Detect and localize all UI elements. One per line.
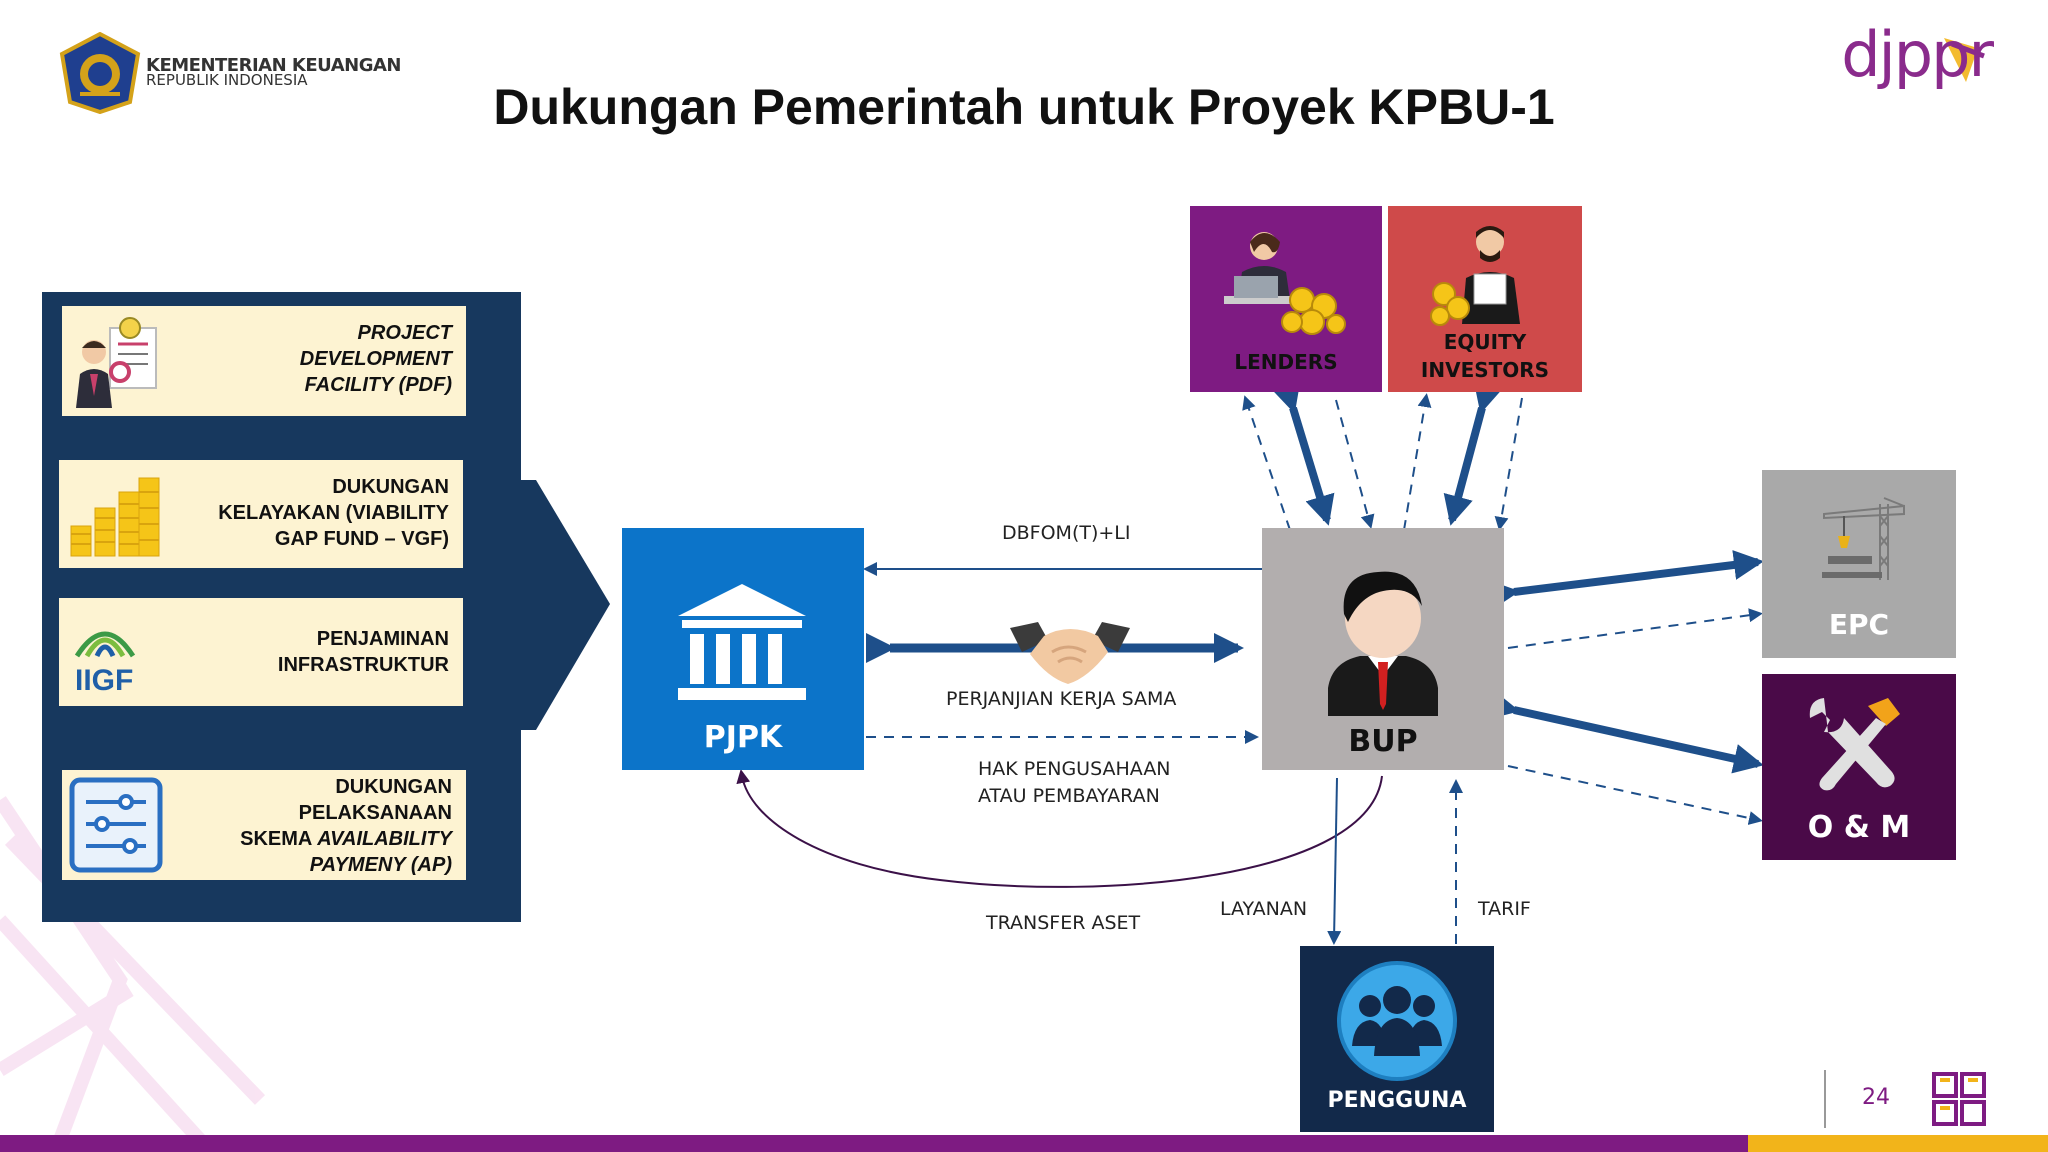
penjaminan-line2: INFRASTRUKTUR [277, 654, 449, 676]
footer-bar-purple [0, 1135, 1748, 1152]
vgf-line1: DUKUNGAN [332, 476, 449, 498]
support-card-pdf: PROJECT DEVELOPMENT FACILITY (PDF) [62, 306, 466, 416]
panel-arrow-head [520, 480, 610, 730]
footer-bar-yellow [1748, 1135, 2048, 1152]
pjpk-label: PJPK [703, 720, 783, 755]
p3-logo [1932, 1072, 1986, 1126]
ministry-name-line1: KEMENTERIAN KEUANGAN [146, 55, 401, 76]
ap-line1: DUKUNGAN [335, 776, 452, 798]
equity-dashed-down [1494, 397, 1523, 531]
equity-label-line1: EQUITY [1443, 330, 1527, 354]
ap-line3: SKEMA AVAILABILITY [240, 828, 452, 850]
penjaminan-line1: PENJAMINAN [316, 628, 449, 650]
support-card-ap-text: DUKUNGAN PELAKSANAAN SKEMA AVAILABILITY … [240, 774, 452, 878]
ap-line2: PELAKSANAAN [298, 802, 452, 824]
layanan-arrow [1327, 777, 1342, 945]
om-label: O & M [1807, 810, 1911, 845]
epc-dashed [1507, 608, 1763, 649]
investor-with-money-icon [1430, 226, 1520, 326]
lenders-node: LENDERS [1190, 206, 1382, 392]
equity-dashed-up [1403, 393, 1432, 531]
support-card-penjaminan: IIGF PENJAMINAN INFRASTRUKTUR [59, 598, 463, 706]
hak-line1: HAK PENGUSAHAAN [978, 758, 1171, 780]
government-building-icon [678, 584, 806, 700]
pdf-line1: PROJECT [357, 322, 452, 344]
wrench-hammer-icon [1809, 698, 1900, 791]
ap-line4: PAYMENY (AP) [309, 854, 452, 876]
om-dashed [1507, 765, 1763, 825]
equity-investors-label: EQUITY INVESTORS [1388, 328, 1582, 384]
iigf-logo-text: IIGF [75, 664, 133, 696]
hak-pengusahaan-label: HAK PENGUSAHAAN ATAU PEMBAYARAN [978, 756, 1171, 810]
pdf-line3: FACILITY (PDF) [304, 374, 452, 396]
support-card-vgf-text: DUKUNGAN KELAYAKAN (VIABILITY GAP FUND –… [218, 474, 449, 552]
lenders-dashed-down [1335, 399, 1375, 529]
ministry-emblem-logo [59, 32, 141, 114]
bup-label: BUP [1348, 724, 1418, 759]
transfer-aset-arrow [736, 769, 1383, 888]
government-support-panel: PROJECT DEVELOPMENT FACILITY (PDF) DUKUN… [42, 292, 521, 922]
user-group-icon [1337, 961, 1457, 1081]
vgf-line2: KELAYAKAN (VIABILITY [218, 502, 449, 524]
dbfom-label: DBFOM(T)+LI [1002, 522, 1131, 544]
layanan-label: LAYANAN [1220, 898, 1308, 920]
om-thick-double [1487, 690, 1764, 774]
lender-with-money-icon [1224, 232, 1346, 335]
pengguna-label: PENGGUNA [1327, 1088, 1467, 1113]
lenders-thick-double [1271, 380, 1335, 526]
equity-thick-double [1443, 380, 1503, 526]
iigf-logo: IIGF [74, 631, 136, 696]
coin-stacks-icon [70, 477, 160, 557]
tarif-label: TARIF [1478, 898, 1531, 920]
pengguna-node: PENGGUNA [1300, 946, 1494, 1132]
om-node: O & M [1762, 674, 1956, 860]
page-number: 24 [1862, 1085, 1890, 1110]
pdf-line2: DEVELOPMENT [299, 348, 452, 370]
equity-investors-node: EQUITY INVESTORS [1388, 206, 1582, 392]
epc-thick-double [1488, 550, 1764, 610]
hak-line2: ATAU PEMBAYARAN [978, 785, 1160, 807]
consultant-document-icon [76, 317, 157, 408]
support-card-ap: DUKUNGAN PELAKSANAAN SKEMA AVAILABILITY … [62, 770, 466, 880]
support-card-pdf-text: PROJECT DEVELOPMENT FACILITY (PDF) [300, 320, 452, 398]
vgf-line3: GAP FUND – VGF) [274, 528, 449, 550]
perjanjian-label: PERJANJIAN KERJA SAMA [946, 688, 1177, 710]
ministry-name: KEMENTERIAN KEUANGAN REPUBLIK INDONESIA [146, 55, 401, 89]
businessman-icon [1328, 571, 1438, 716]
support-card-vgf: DUKUNGAN KELAYAKAN (VIABILITY GAP FUND –… [59, 460, 463, 568]
sliders-icon [69, 777, 163, 873]
footer-separator [1824, 1070, 1826, 1128]
transfer-aset-label: TRANSFER ASET [986, 912, 1141, 934]
equity-label-line2: INVESTORS [1420, 358, 1550, 382]
pjpk-node: PJPK [622, 528, 864, 770]
bup-node: BUP [1262, 528, 1504, 770]
djppr-logo-mark [1944, 38, 1985, 82]
support-card-penjaminan-text: PENJAMINAN INFRASTRUKTUR [278, 626, 449, 678]
handshake-icon [1010, 622, 1130, 684]
epc-node: EPC [1762, 470, 1956, 658]
page-title: Dukungan Pemerintah untuk Proyek KPBU-1 [493, 79, 1555, 135]
epc-label: EPC [1828, 608, 1890, 641]
ministry-name-line2: REPUBLIK INDONESIA [146, 71, 308, 89]
djppr-logo-text: djppr [1841, 18, 1994, 91]
crane-icon [1822, 497, 1905, 580]
lenders-label: LENDERS [1234, 350, 1338, 374]
lenders-dashed-up [1242, 395, 1291, 531]
